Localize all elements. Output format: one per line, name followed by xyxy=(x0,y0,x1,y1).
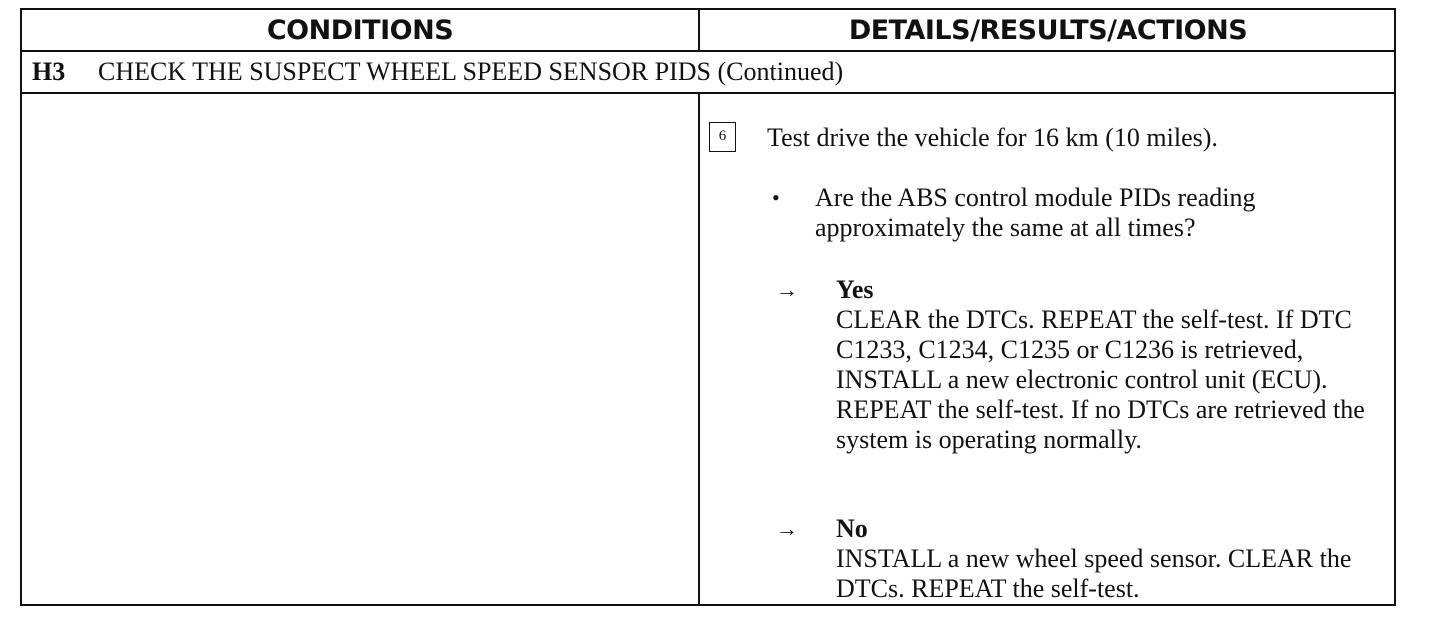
details-cell: 6 Test drive the vehicle for 16 km (10 m… xyxy=(700,94,1396,604)
details-header: DETAILS/RESULTS/ACTIONS xyxy=(848,15,1248,46)
arrow-right-icon: → xyxy=(776,516,798,541)
pid-question: Are the ABS control module PIDs reading … xyxy=(815,183,1256,242)
arrow-right-icon: → xyxy=(776,277,798,302)
column-divider xyxy=(698,10,700,52)
column-divider xyxy=(698,94,700,604)
step-body-row: 6 Test drive the vehicle for 16 km (10 m… xyxy=(22,94,1394,604)
yes-action-text: CLEAR the DTCs. REPEAT the self-test. If… xyxy=(836,305,1365,454)
step-title-row: H3 CHECK THE SUSPECT WHEEL SPEED SENSOR … xyxy=(22,52,1394,94)
step-title: CHECK THE SUSPECT WHEEL SPEED SENSOR PID… xyxy=(98,57,844,86)
no-result: No INSTALL a new wheel speed sensor. CLE… xyxy=(836,514,1386,604)
bullet-icon: • xyxy=(772,185,780,210)
no-action-text: INSTALL a new wheel speed sensor. CLEAR … xyxy=(836,544,1352,603)
table-header-row: CONDITIONS DETAILS/RESULTS/ACTIONS xyxy=(22,10,1394,52)
test-drive-instruction: Test drive the vehicle for 16 km (10 mil… xyxy=(767,123,1218,152)
conditions-cell xyxy=(22,94,698,604)
substep-number-box: 6 xyxy=(709,122,736,152)
step-number: H3 xyxy=(32,57,66,86)
yes-result: Yes CLEAR the DTCs. REPEAT the self-test… xyxy=(836,275,1386,455)
procedure-table: CONDITIONS DETAILS/RESULTS/ACTIONS H3 CH… xyxy=(20,8,1396,606)
yes-label: Yes xyxy=(836,275,874,304)
no-label: No xyxy=(836,514,868,543)
conditions-header: CONDITIONS xyxy=(266,15,454,46)
